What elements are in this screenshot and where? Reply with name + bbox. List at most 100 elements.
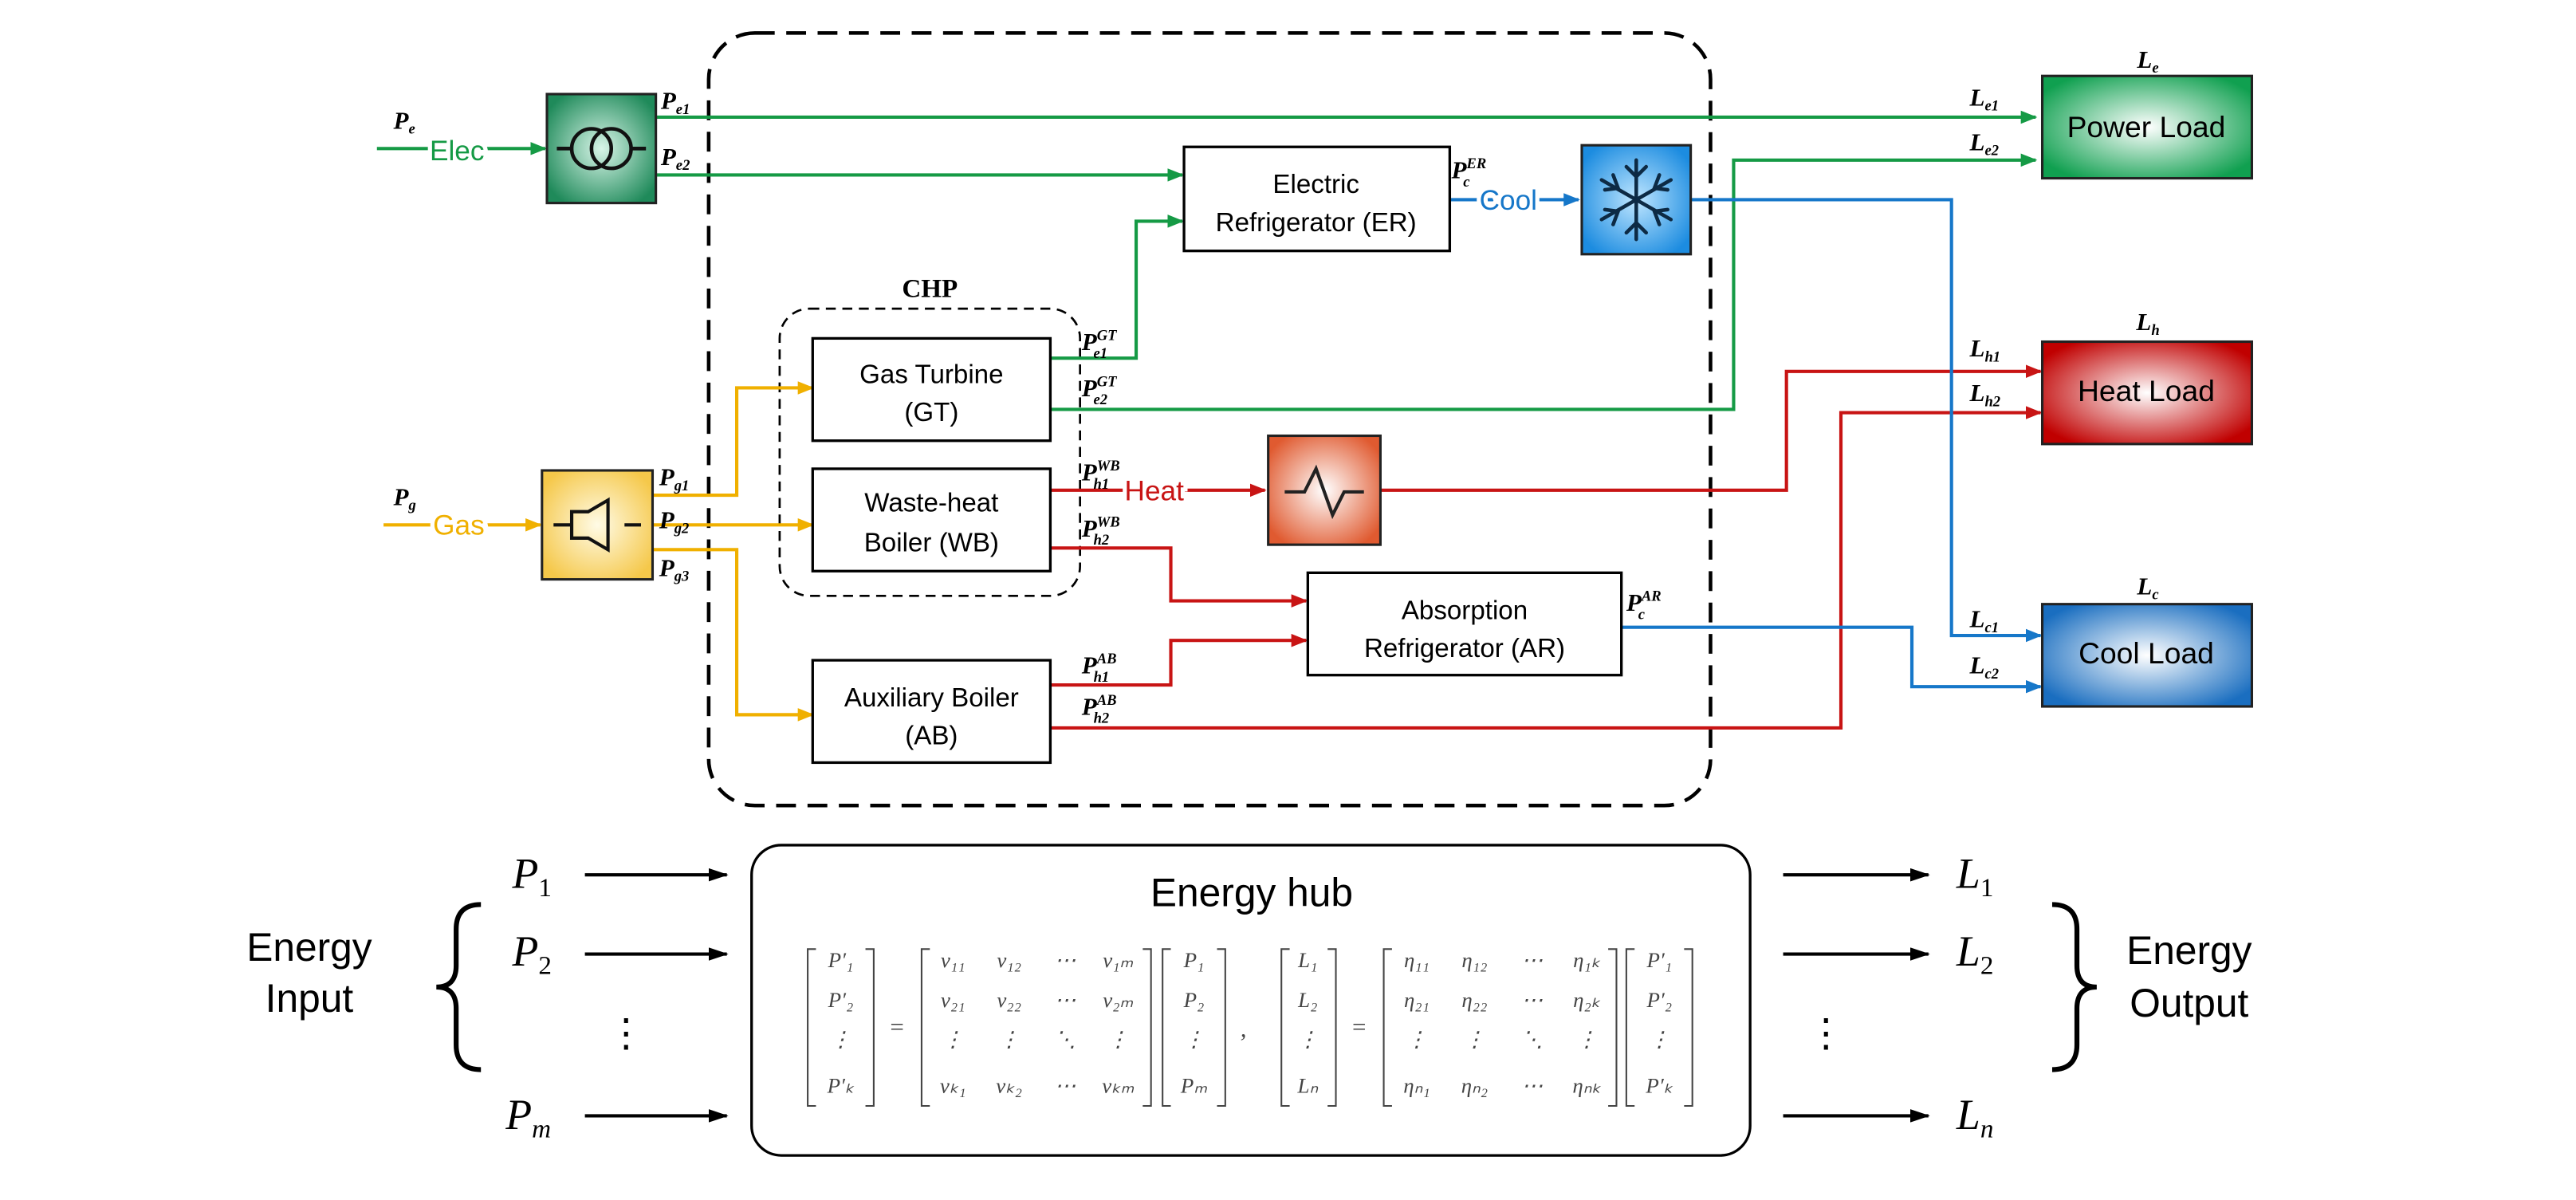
heat-load-label: Heat Load (2078, 374, 2215, 407)
chp-boundary (778, 307, 1082, 597)
eq1-matrix-entry: ⋯ (1055, 988, 1076, 1012)
heat-load-block: Heat Load (2041, 340, 2254, 446)
wb-label-line1: Waste-heat (864, 489, 998, 518)
eq2-rhs-entry: P′₂ (1646, 988, 1672, 1012)
le2-symbol: Le2 (1968, 128, 1999, 159)
eq2-lhs-entry: ⋮ (1297, 1027, 1319, 1051)
chp-label: CHP (902, 274, 958, 304)
eq1-matrix-entry: ⋯ (1055, 948, 1076, 972)
eq1-rhs-entry: Pₘ (1180, 1073, 1207, 1097)
eq2-matrix-entry: η₁₂ (1461, 948, 1487, 972)
eq2-matrix-entry: ηₙ₂ (1461, 1073, 1488, 1097)
energy-hub-box (750, 844, 1752, 1157)
ab-label-line2: (AB) (905, 722, 958, 751)
eq1-matrix-entry: ⋮ (1107, 1027, 1129, 1051)
eq1-matrix-entry: v₂₁ (941, 988, 966, 1012)
er-label-line1: Electric (1272, 170, 1359, 199)
eq1-lhs-entry: ⋮ (830, 1027, 851, 1051)
eq1-rhs-entry: P₂ (1183, 988, 1205, 1012)
absorption-refrigerator-block: Absorption Refrigerator (AR) (1306, 571, 1623, 677)
pe1-symbol: Pe1 (660, 87, 690, 118)
energy-hub-boundary (706, 31, 1713, 808)
gas-label: Gas (433, 510, 485, 541)
eq1-lhs-entry: P′₁ (828, 948, 854, 972)
gas-turbine-block: Gas Turbine (GT) (811, 336, 1052, 443)
energy-input-label-2: Input (265, 976, 354, 1021)
energy-hub-title: Energy hub (1150, 871, 1353, 915)
l1-symbol: L1 (1956, 850, 1994, 903)
eq2-equals-sign: = (1351, 1013, 1367, 1041)
ar-label-line2: Refrigerator (AR) (1364, 634, 1565, 663)
ln-symbol: Ln (1956, 1091, 1994, 1143)
eq2-rhs-bracket (1625, 948, 1693, 1108)
eq2-lhs-bracket (1280, 948, 1337, 1108)
elec-label: Elec (430, 136, 484, 167)
eq2-matrix-entry: ⋮ (1576, 1027, 1598, 1051)
input-brace (436, 902, 482, 1072)
pg2-symbol: Pg2 (659, 506, 690, 537)
eq1-matrix-entry: v₂₂ (997, 988, 1021, 1012)
er-label-line2: Refrigerator (ER) (1216, 208, 1417, 238)
eq2-matrix-entry: ⋯ (1521, 988, 1543, 1012)
eq1-matrix-entry: ⋮ (942, 1027, 964, 1051)
eq1-rhs-bracket (1162, 948, 1226, 1108)
eq2-matrix-entry: η₂ₖ (1573, 988, 1601, 1012)
heat-flow-label: Heat (1125, 475, 1185, 506)
eq2-matrix-entry: η₁₁ (1404, 948, 1430, 972)
output-brace (2051, 902, 2098, 1072)
wb-label-line2: Boiler (WB) (864, 528, 999, 557)
cool-flow-label: Cool (1480, 185, 1537, 216)
energy-output-label-1: Energy (2126, 928, 2252, 973)
eq1-matrix-entry: v₁₂ (997, 948, 1021, 972)
eq1-equals-sign: = (888, 1013, 905, 1041)
heat-exchanger-icon (1267, 434, 1382, 546)
power-load-label: Power Load (2067, 110, 2226, 144)
transformer-icon (545, 92, 658, 205)
pg-symbol: Pg (392, 482, 415, 513)
eq1-rhs-entry: ⋮ (1183, 1027, 1205, 1051)
l2-symbol: L2 (1956, 927, 1994, 980)
eq1-matrix-entry: v₂ₘ (1103, 988, 1133, 1012)
p1-symbol: P1 (512, 850, 552, 903)
pg3-symbol: Pg3 (659, 553, 690, 584)
pe2-symbol: Pe2 (660, 143, 690, 174)
output-dots: ⋮ (1807, 1011, 1846, 1055)
eq1-matrix-entry: vₖₘ (1102, 1073, 1134, 1097)
eq2-matrix-entry: η₂₁ (1404, 988, 1430, 1012)
le1-symbol: Le1 (1968, 83, 1999, 114)
ab-label-line1: Auxiliary Boiler (844, 683, 1019, 713)
eq1-matrix-bracket (920, 948, 1152, 1108)
eq2-lhs-entry: L₂ (1297, 988, 1317, 1012)
lh1-symbol: Lh1 (1968, 334, 2000, 365)
gt-label-line2: (GT) (904, 398, 958, 427)
le-symbol: Le (2136, 45, 2158, 77)
eq1-matrix-entry: ⋯ (1055, 1073, 1076, 1097)
input-dots: ⋮ (607, 1011, 647, 1055)
waste-heat-boiler-block: Waste-heat Boiler (WB) (811, 467, 1052, 572)
eq2-rhs-entry: P′₁ (1646, 948, 1672, 972)
eq1-matrix-entry: v₁ₘ (1103, 948, 1133, 972)
eq1-lhs-entry: P′₂ (828, 988, 854, 1012)
eq1-rhs-entry: P₁ (1183, 948, 1205, 972)
pm-symbol: Pm (505, 1091, 551, 1143)
eq2-matrix-entry: ⋯ (1521, 948, 1543, 972)
eq-separator-comma: , (1241, 1014, 1247, 1042)
lc2-symbol: Lc2 (1968, 651, 1999, 683)
eq1-matrix-entry: vₖ₁ (940, 1073, 966, 1097)
eq1-matrix-entry: v₁₁ (941, 948, 966, 972)
lh-symbol: Lh (2135, 308, 2159, 339)
eq2-rhs-entry: ⋮ (1649, 1027, 1670, 1051)
power-load-block: Power Load (2041, 74, 2254, 180)
ar-label-line1: Absorption (1402, 596, 1528, 625)
p2-symbol: P2 (512, 927, 552, 980)
eq2-matrix-entry: ηₙ₁ (1403, 1073, 1430, 1097)
cool-load-block: Cool Load (2041, 603, 2254, 708)
eq2-matrix-entry: ⋮ (1406, 1027, 1428, 1051)
